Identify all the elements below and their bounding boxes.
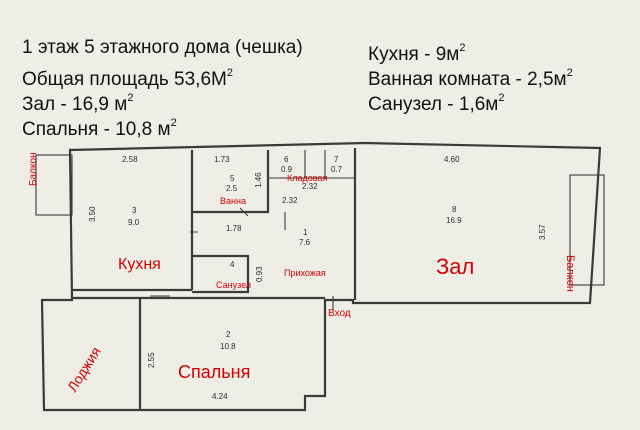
bath-wall (192, 150, 270, 214)
bedroom-label: Спальня (178, 362, 251, 382)
kitchen-num: 3 (132, 206, 137, 215)
door-marks (150, 207, 334, 310)
total-area: Общая площадь 53,6М2 (22, 67, 233, 90)
dim-hall-w: 4.60 (444, 155, 460, 164)
hall-area-mark: 16.9 (446, 216, 462, 225)
closet7-area: 0.7 (331, 165, 343, 174)
closet6-area: 0.9 (281, 165, 293, 174)
dim-wc-h: 0.93 (255, 266, 264, 282)
dim-bath-bottom: 1.78 (226, 224, 242, 233)
closet7-num: 7 (334, 155, 339, 164)
bedroom-wall (72, 296, 325, 410)
bath-area: Ванная комната - 2,5м2 (368, 67, 573, 90)
dim-bedroom-h: 2.55 (147, 352, 156, 368)
bath-num: 5 (230, 174, 235, 183)
dim-bath-h: 1.46 (254, 172, 263, 188)
bath-area-mark: 2.5 (226, 184, 238, 193)
wc-area: Санузел - 1,6м2 (368, 92, 505, 115)
left-balcony (35, 154, 73, 216)
entrance-label: Вход (328, 308, 351, 319)
wc-label: Санузел (216, 280, 252, 290)
dim-closet-w: 2.32 (302, 182, 318, 191)
hall-area: Зал - 16,9 м2 (22, 92, 134, 115)
wc-num: 4 (230, 260, 235, 269)
dim-hall-h: 3.57 (538, 224, 547, 240)
dim-kitchen-w: 2.58 (122, 155, 138, 164)
dim-kitchen-h: 3.50 (88, 206, 97, 222)
bedroom-area: Спальня - 10,8 м2 (22, 117, 177, 140)
dim-bedroom-w: 4.24 (212, 392, 228, 401)
kitchen-label: Кухня (118, 256, 161, 273)
dim-corridor-w: 2.32 (282, 196, 298, 205)
bedroom-area-mark: 10.8 (220, 342, 236, 351)
bathroom-label: Ванна (220, 196, 246, 206)
outer-wall (40, 141, 602, 412)
right-balcony (569, 174, 605, 286)
kitchen-area: Кухня - 9м2 (368, 42, 466, 65)
closet6-num: 6 (284, 155, 289, 164)
hall-label: Зал (436, 254, 475, 279)
bedroom-num: 2 (226, 330, 231, 339)
wc-wall (192, 254, 250, 294)
dim-bath-w: 1.73 (214, 155, 230, 164)
closet-walls (268, 150, 355, 179)
storage-label: Кладовая (287, 173, 328, 183)
corridor-area-mark: 7.6 (299, 238, 311, 247)
kitchen-area-mark: 9.0 (128, 218, 140, 227)
kitchen-wall (72, 150, 194, 292)
right-balcony-label: Балкон (564, 255, 576, 292)
hall-num: 8 (452, 205, 457, 214)
left-balcony-label: Балкон (28, 152, 39, 186)
corridor-label: Прихожая (284, 268, 326, 278)
corridor-num: 1 (303, 228, 308, 237)
floor-info: 1 этаж 5 этажного дома (чешка) (22, 37, 303, 58)
